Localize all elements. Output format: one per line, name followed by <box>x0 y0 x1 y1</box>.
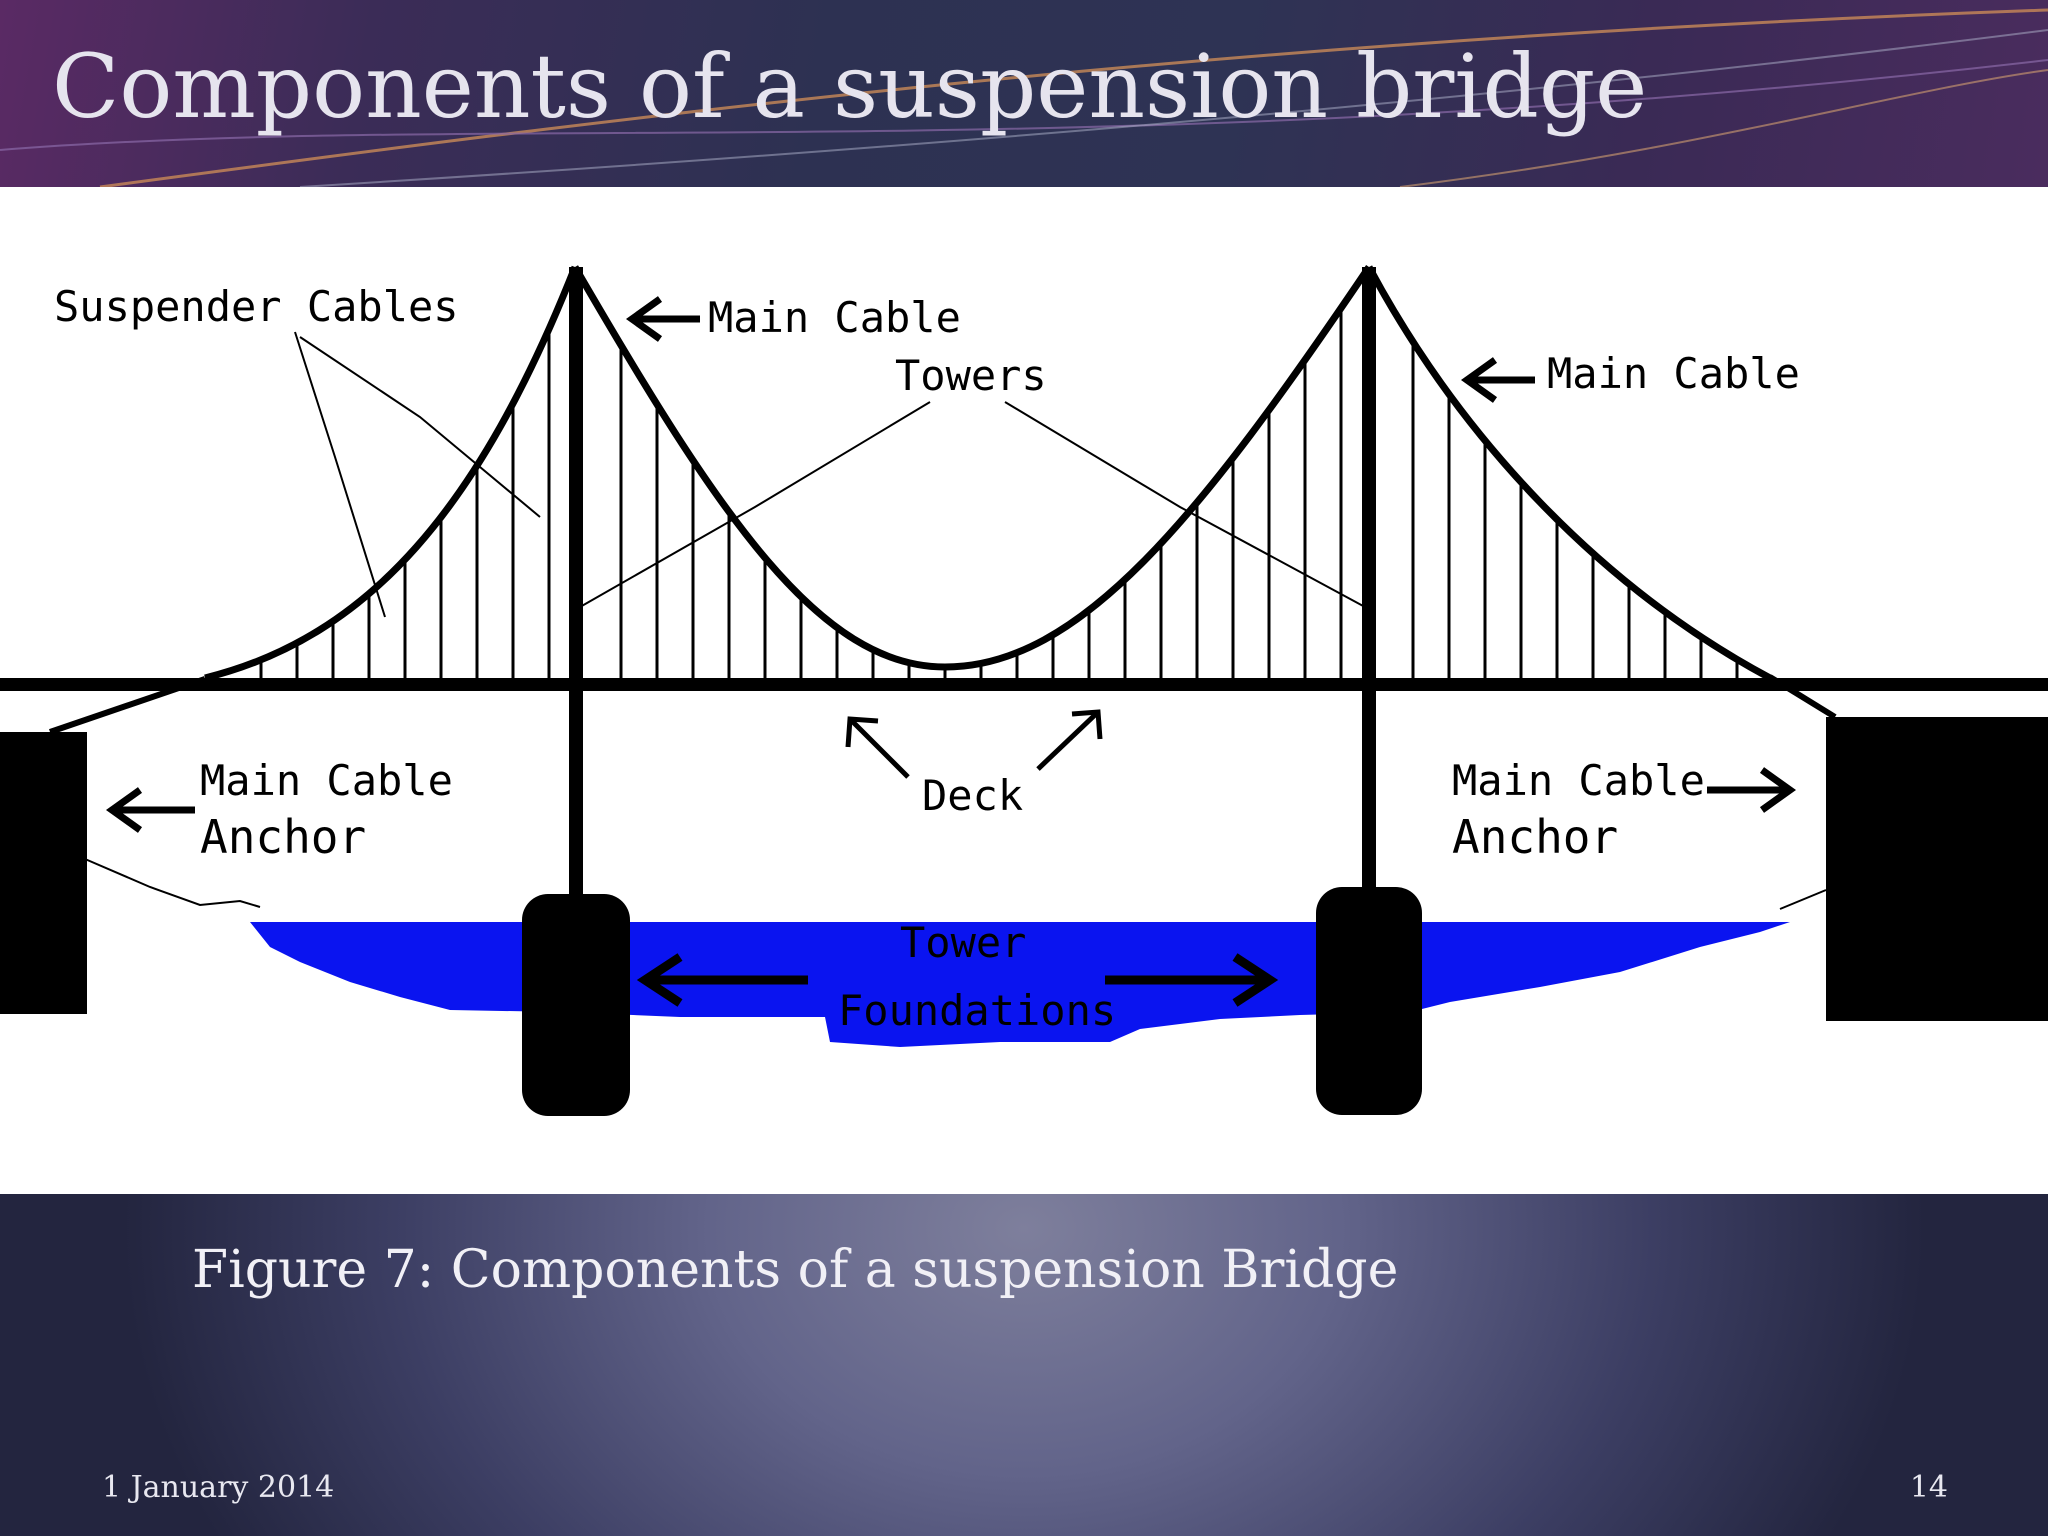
label-main-cable-right: Main Cable <box>1547 349 1800 398</box>
left-tower <box>569 267 583 975</box>
towers-leader <box>1004 401 1366 608</box>
label-anchor-right-line2: Anchor <box>1452 810 1618 864</box>
main-cable-right-arrow <box>1460 357 1535 403</box>
page-number: 14 <box>1909 1470 1948 1505</box>
label-suspender-cables: Suspender Cables <box>54 282 459 331</box>
label-main-cable-left: Main Cable <box>708 293 961 342</box>
right-tower <box>1362 267 1376 975</box>
main-cable <box>571 265 1372 671</box>
right-anchor-block <box>1826 717 2048 1021</box>
main-cable <box>204 265 579 682</box>
title-banner: Components of a suspension bridge <box>0 0 2048 187</box>
deck <box>0 678 2048 691</box>
footer-date: 1 January 2014 <box>102 1470 335 1505</box>
main-cable-left-arrow <box>625 296 700 342</box>
banner-swoosh-decoration <box>0 8 2048 187</box>
main-cable <box>1365 265 1772 682</box>
slide-title: Components of a suspension bridge <box>52 35 1648 138</box>
deck-arrows <box>845 709 1103 779</box>
tower-foundations-arrows <box>636 953 1279 1007</box>
suspender-cables-leader <box>299 336 541 518</box>
anchor-right-arrow <box>1707 767 1797 813</box>
label-tower-foundations-line1: Tower <box>900 918 1026 967</box>
anchor-left-arrow <box>105 787 195 833</box>
left-anchor-block <box>0 732 87 1014</box>
label-anchor-left-line1: Main Cable <box>200 756 453 805</box>
suspender-cables <box>259 307 1739 678</box>
suspender-cables-leader <box>294 331 386 618</box>
label-anchor-right-line1: Main Cable <box>1452 756 1705 805</box>
label-anchor-left-line2: Anchor <box>200 810 366 864</box>
bridge-diagram-svg: Suspender Cables Main Cable Towers Main … <box>0 265 2048 1116</box>
figure-caption: Figure 7: Components of a suspension Bri… <box>192 1240 1399 1300</box>
label-towers: Towers <box>895 351 1047 400</box>
label-deck: Deck <box>922 771 1023 820</box>
ground-line <box>84 858 261 908</box>
left-tower-foundation <box>522 894 630 1116</box>
ground-line-right <box>1779 889 1827 910</box>
label-tower-foundations-line2: Foundations <box>838 986 1116 1035</box>
right-tower-foundation <box>1316 887 1422 1115</box>
towers-leader <box>579 401 931 608</box>
bridge-diagram: Suspender Cables Main Cable Towers Main … <box>0 187 2048 1194</box>
